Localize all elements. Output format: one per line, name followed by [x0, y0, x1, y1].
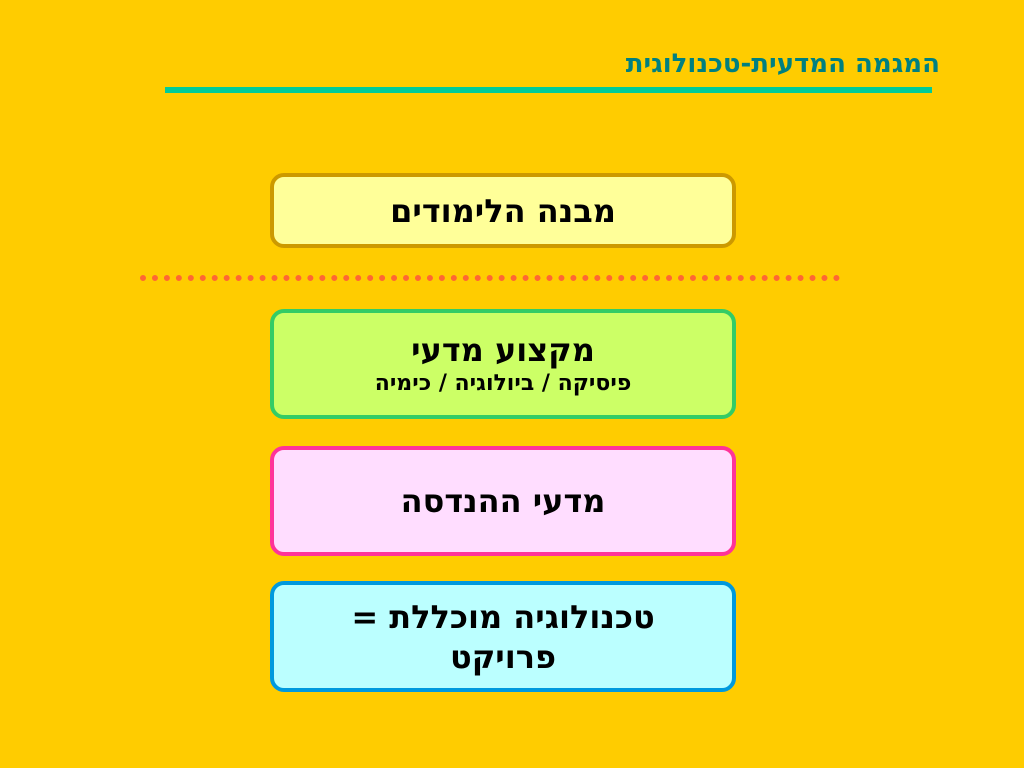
- slide-title: המגמה המדעית-טכנולוגית: [625, 49, 940, 79]
- study-structure-box: מבנה הלימודים: [270, 173, 736, 248]
- technology-label-line2: פרויקט: [450, 637, 557, 676]
- science-subjects-label: פיסיקה / ביולוגיה / כימיה: [374, 371, 632, 396]
- technology-box: טכנולוגיה מוכללת = פרויקט: [270, 581, 736, 692]
- title-underline: [165, 87, 932, 93]
- technology-label-line1: טכנולוגיה מוכללת =: [351, 597, 655, 636]
- engineering-box: מדעי ההנדסה: [270, 446, 736, 556]
- engineering-label: מדעי ההנדסה: [400, 482, 606, 520]
- science-major-label: מקצוע מדעי: [411, 331, 595, 369]
- dotted-divider: [140, 275, 840, 281]
- science-major-box: מקצוע מדעי פיסיקה / ביולוגיה / כימיה: [270, 309, 736, 419]
- study-structure-label: מבנה הלימודים: [390, 191, 616, 230]
